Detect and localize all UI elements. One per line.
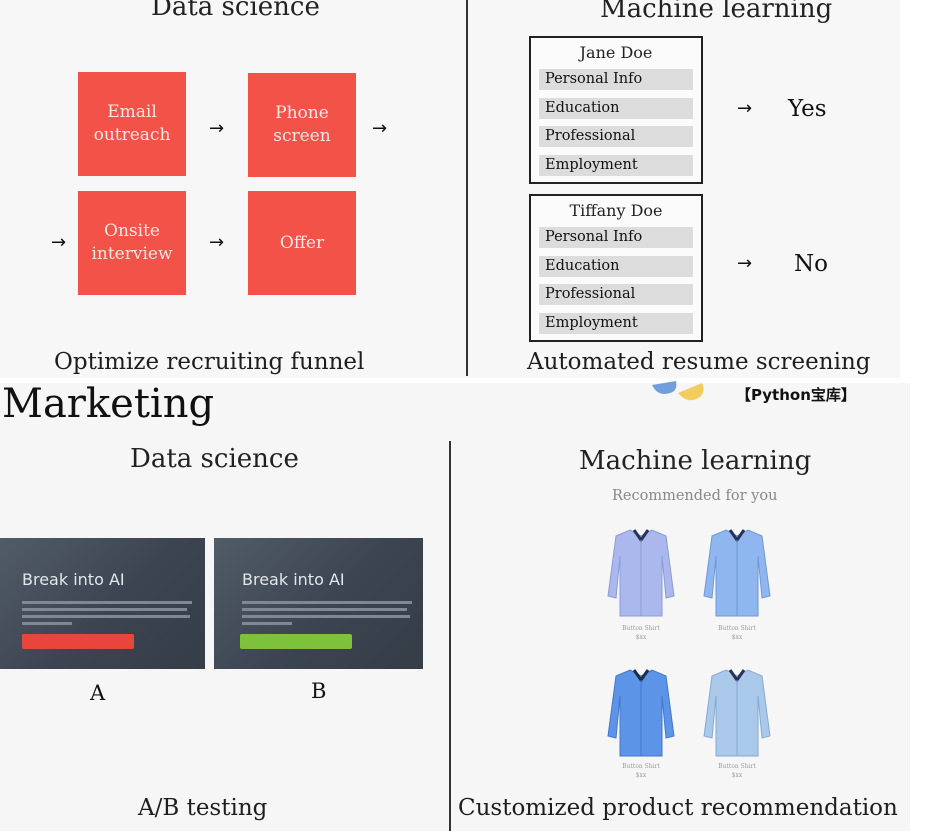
top-right-heading: Machine learning [600, 0, 833, 24]
resume-card: Jane Doe Personal Info Education Profess… [529, 36, 703, 184]
resume-row: Employment [539, 155, 693, 176]
bottom-left-heading: Data science [130, 444, 299, 474]
funnel-step-offer: Offer [248, 191, 356, 295]
shirt-caption: Button Shirt$xx [718, 763, 756, 779]
marketing-title: Marketing [2, 381, 215, 427]
screening-result: No [794, 251, 828, 277]
variant-a-cta-button [22, 634, 134, 649]
top-left-caption: Optimize recruiting funnel [54, 349, 365, 375]
python-logo-icon [652, 381, 704, 401]
recruiting-panel [0, 0, 900, 378]
shirt-icon [607, 529, 675, 617]
arrow-icon: → [209, 118, 225, 139]
funnel-step-onsite-interview: Onsite interview [78, 191, 186, 295]
top-divider [466, 0, 468, 376]
top-right-caption: Automated resume screening [527, 349, 871, 375]
variant-a-label: A [90, 681, 106, 705]
shirt-icon [703, 669, 771, 757]
variant-b-cta-button [240, 634, 352, 649]
watermark-text: 【Python宝库】 [736, 386, 856, 404]
variant-headline: Break into AI [242, 570, 345, 589]
resume-row: Education [539, 98, 693, 119]
recommended-title: Recommended for you [612, 488, 778, 504]
shirt-caption: Button Shirt$xx [622, 763, 660, 779]
resume-row: Education [539, 256, 693, 277]
shirt-caption: Button Shirt$xx [622, 625, 660, 641]
arrow-icon: → [737, 98, 753, 119]
top-left-heading: Data science [151, 0, 320, 22]
shirt-icon [607, 669, 675, 757]
resume-row: Employment [539, 313, 693, 334]
screening-result: Yes [788, 96, 827, 122]
variant-b-page: Break into AI [214, 538, 423, 669]
resume-row: Personal Info [539, 227, 693, 248]
bottom-divider [449, 441, 451, 831]
bottom-right-heading: Machine learning [579, 446, 812, 476]
resume-row: Professional [539, 284, 693, 305]
variant-a-page: Break into AI [0, 538, 205, 669]
resume-name: Tiffany Doe [569, 201, 663, 220]
resume-name: Jane Doe [579, 43, 653, 62]
arrow-icon: → [209, 232, 225, 253]
resume-row: Personal Info [539, 69, 693, 90]
funnel-step-email-outreach: Email outreach [78, 72, 186, 176]
arrow-icon: → [737, 253, 753, 274]
variant-headline: Break into AI [22, 570, 125, 589]
arrow-icon: → [372, 118, 388, 139]
resume-card: Tiffany Doe Personal Info Education Prof… [529, 194, 703, 342]
resume-row: Professional [539, 126, 693, 147]
bottom-left-caption: A/B testing [138, 795, 268, 821]
shirt-caption: Button Shirt$xx [718, 625, 756, 641]
funnel-step-phone-screen: Phone screen [248, 73, 356, 177]
shirt-icon [703, 529, 771, 617]
variant-b-label: B [311, 679, 327, 703]
arrow-icon: → [51, 232, 67, 253]
bottom-right-caption: Customized product recommendation [458, 795, 898, 821]
